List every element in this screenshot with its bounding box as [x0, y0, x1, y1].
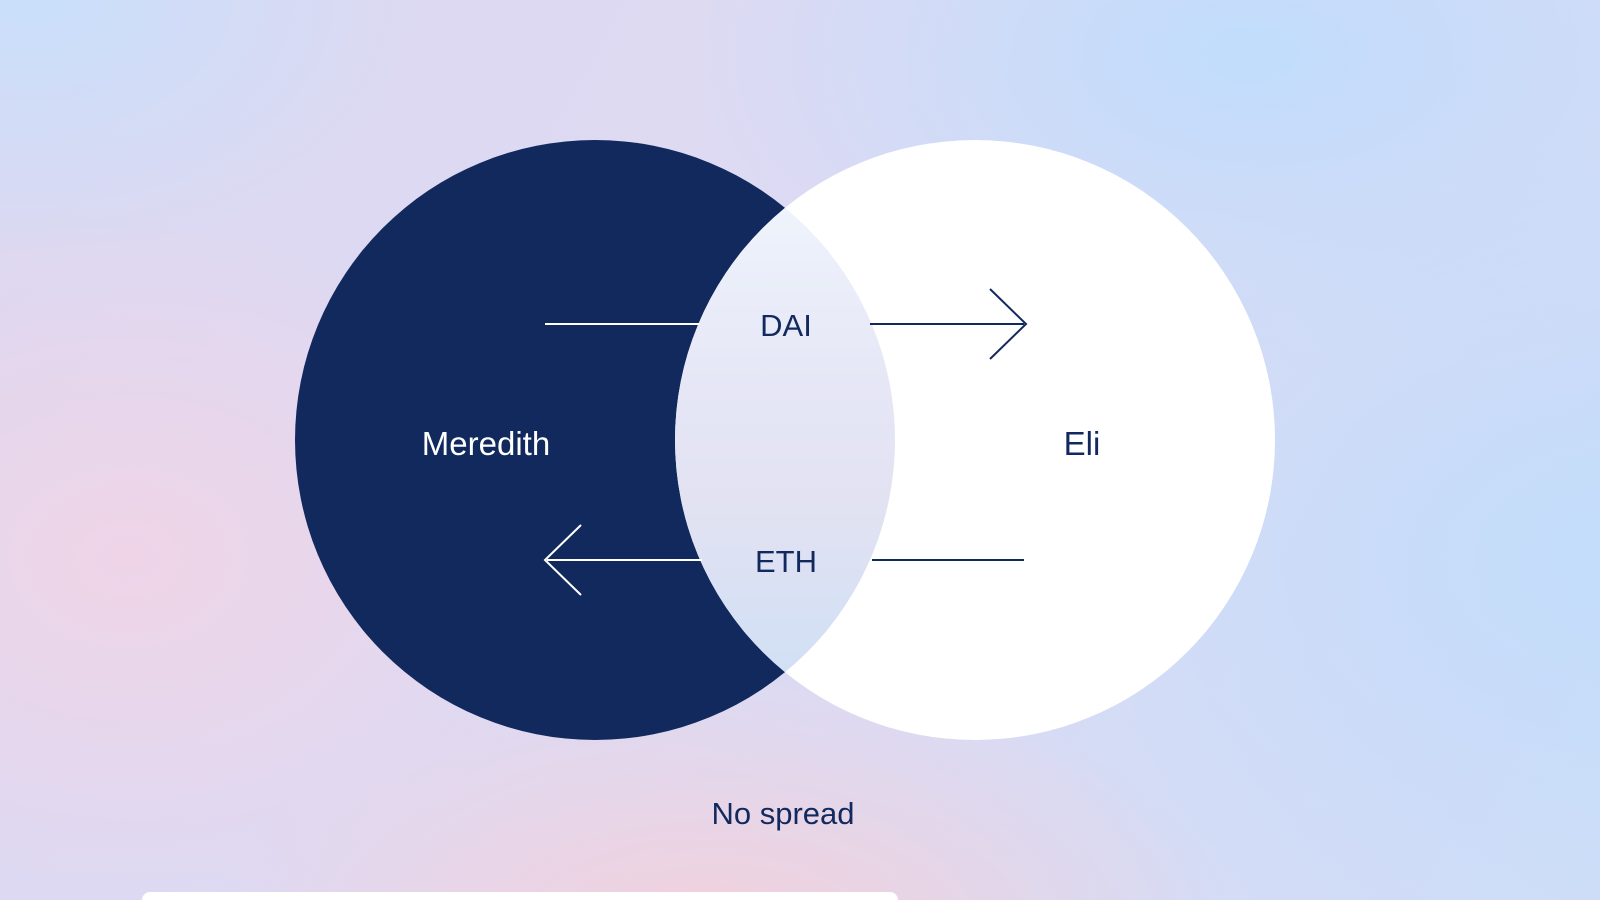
bottom-sheet-edge — [142, 892, 898, 900]
caption-no-spread: No spread — [711, 796, 854, 831]
dai-label: DAI — [760, 308, 812, 343]
overlap-lens — [675, 140, 895, 740]
meredith-label: Meredith — [422, 425, 550, 462]
dai-arrowhead-right-icon — [989, 288, 1028, 360]
eli-label: Eli — [1064, 425, 1101, 462]
eth-label: ETH — [755, 544, 817, 579]
eth-arrowhead-left-icon — [543, 524, 582, 596]
